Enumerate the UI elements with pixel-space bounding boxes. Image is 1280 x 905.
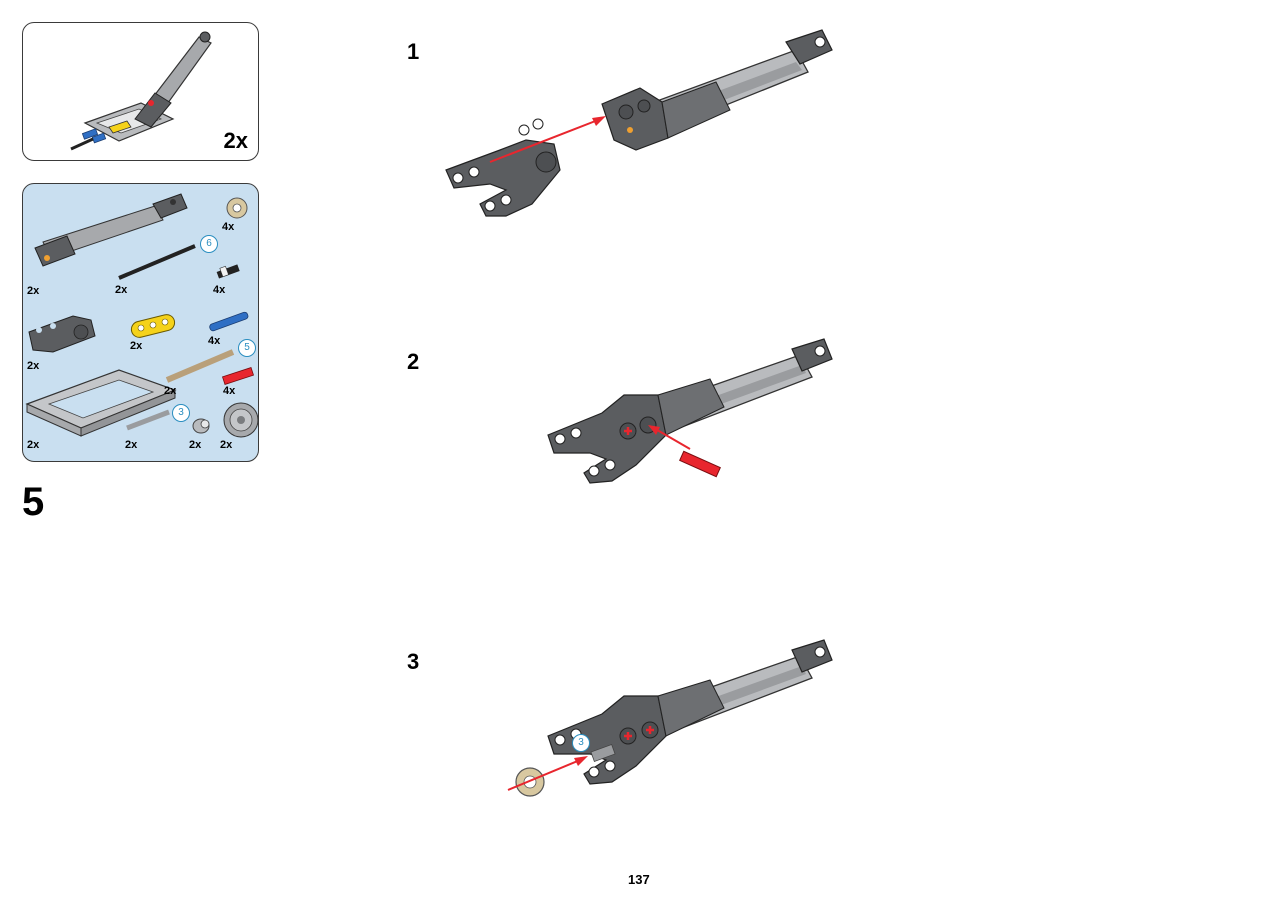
sub-assembly-illustration (70, 31, 212, 151)
step-2-axle-pin (679, 450, 721, 478)
step-3-gear (515, 767, 545, 797)
qty-axle-3: 2x (125, 439, 138, 451)
qty-axle-pin-red: 4x (223, 385, 236, 397)
qty-pin-bushing: 4x (213, 284, 226, 296)
step-group-number: 5 (22, 480, 45, 524)
fork-connector-part (28, 315, 96, 353)
gear-12-bevel-part (226, 197, 248, 219)
qty-axle-6: 2x (115, 284, 128, 296)
gear-20-bevel-part (223, 402, 259, 438)
axle-3-part (126, 409, 170, 431)
qty-linear-actuator: 2x (27, 285, 40, 297)
step-number-2: 2 (407, 349, 420, 374)
pin-blue-part (209, 311, 249, 332)
step-number-3: 3 (407, 649, 420, 674)
qty-bush: 2x (189, 439, 202, 451)
frame-part (25, 369, 177, 437)
qty-frame: 2x (27, 439, 40, 451)
sub-assembly-panel: 2x (22, 22, 259, 161)
qty-pin-blue: 4x (208, 335, 221, 347)
axle-5-part (165, 349, 235, 383)
step-2-illustration (547, 338, 833, 484)
step-3-length-callout: 3 (572, 734, 590, 752)
step-3-illustration (507, 639, 833, 797)
parts-list-panel: 2x 4x 6 2x 4x 2x 4x 2x 5 2x 4x 2x 3 2x 2… (22, 183, 259, 462)
step-2-arrow (651, 426, 691, 450)
step-1-illustration (445, 29, 833, 217)
pin-bushing-part (216, 264, 240, 279)
qty-fork-connector: 2x (27, 360, 40, 372)
page-number: 137 (628, 872, 650, 887)
sub-assembly-multiplier: 2x (223, 128, 248, 153)
length-callout-axle-3: 3 (172, 404, 190, 422)
axle-pin-red-part (221, 367, 255, 385)
qty-gear-12: 4x (222, 221, 235, 233)
beam-3-yellow-part (130, 314, 176, 338)
step-1-arrow (489, 119, 599, 163)
linear-actuator-part (34, 193, 188, 267)
qty-axle-5: 2x (164, 385, 177, 397)
parts-illustrations (25, 193, 259, 438)
qty-beam-3: 2x (130, 340, 143, 352)
length-callout-axle-5: 5 (238, 339, 256, 357)
axle-6-part (118, 244, 196, 280)
step-number-1: 1 (407, 39, 420, 64)
step-3-arrow (507, 759, 581, 791)
length-callout-axle-6: 6 (200, 235, 218, 253)
bush-part (192, 418, 210, 434)
qty-gear-20: 2x (220, 439, 233, 451)
